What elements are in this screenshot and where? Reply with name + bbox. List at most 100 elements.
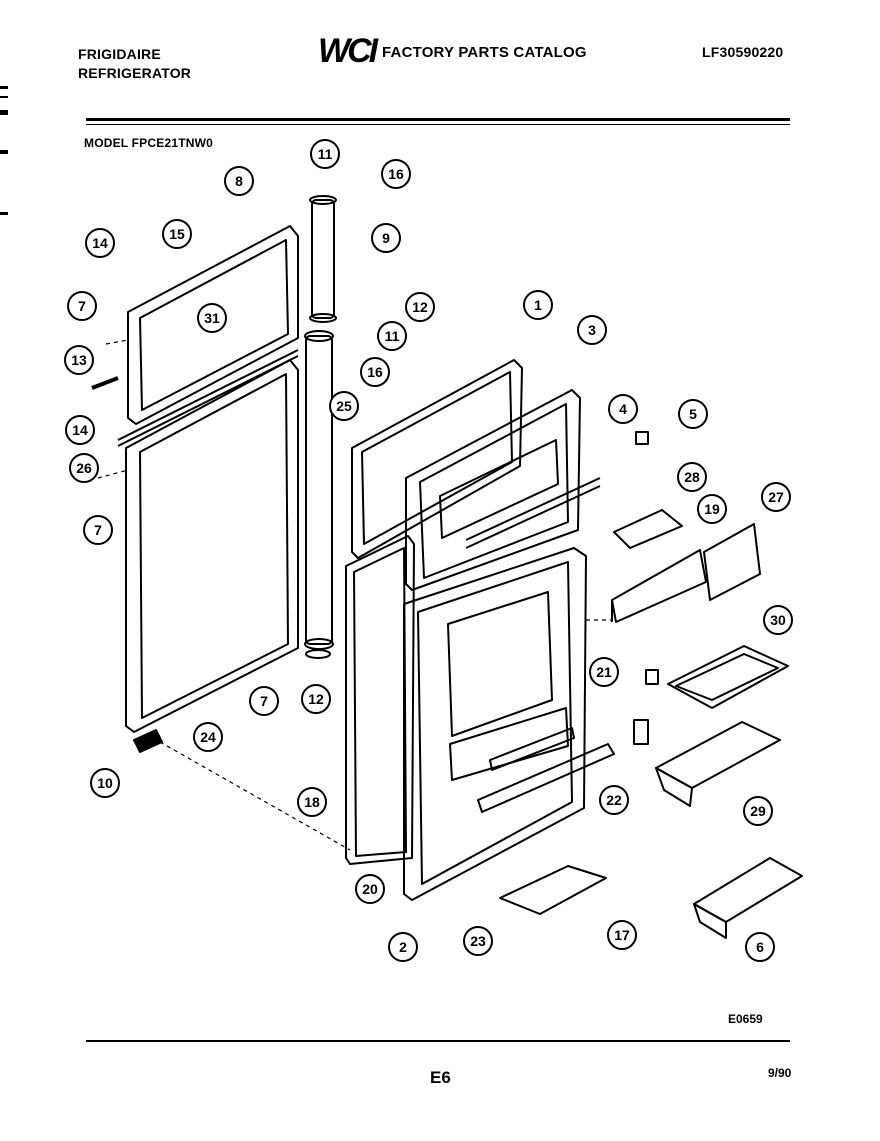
callout-label: 10	[97, 775, 113, 791]
callout-label: 20	[362, 881, 378, 897]
callout-label: 15	[169, 226, 185, 242]
scan-edge-mark	[0, 150, 8, 154]
callout-label: 31	[204, 310, 220, 326]
callout-label: 11	[318, 146, 333, 162]
scan-edge-mark	[0, 212, 8, 215]
page-code: E6	[430, 1068, 451, 1087]
scan-edge-mark	[0, 96, 8, 98]
callout-label: 19	[704, 501, 720, 517]
model-label: MODEL FPCE21TNW0	[84, 136, 213, 150]
callout-8: 8	[224, 166, 254, 196]
callout-label: 30	[770, 612, 786, 628]
hinge-pin-part-13	[91, 376, 119, 390]
callout-label: 2	[399, 939, 407, 955]
callout-30: 30	[763, 605, 793, 635]
fresh-food-door-part-24	[117, 349, 299, 733]
callout-25: 25	[329, 391, 359, 421]
header-rule-thick	[86, 118, 790, 121]
callout-label: 14	[92, 235, 108, 251]
callout-7: 7	[83, 515, 113, 545]
callout-label: 7	[260, 693, 268, 709]
callout-5: 5	[678, 399, 708, 429]
egg-tray-part-17	[499, 865, 607, 915]
callout-label: 8	[235, 173, 243, 189]
bracket-part-21b	[633, 719, 649, 745]
butter-tray-part-28	[613, 509, 683, 549]
shelf-bin-part-27	[703, 523, 761, 601]
dairy-cover-part-30	[667, 645, 789, 709]
callout-4: 4	[608, 394, 638, 424]
footer-rule	[86, 1040, 790, 1042]
callout-label: 3	[588, 322, 596, 338]
gasket-fresh-food-part-18	[345, 535, 415, 865]
callout-label: 27	[768, 489, 784, 505]
freezer-door-part-15	[127, 225, 299, 425]
callout-15: 15	[162, 219, 192, 249]
callout-label: 14	[72, 422, 88, 438]
callout-10: 10	[90, 768, 120, 798]
callout-22: 22	[599, 785, 629, 815]
callout-16: 16	[360, 357, 390, 387]
callout-label: 25	[336, 398, 352, 414]
callout-28: 28	[677, 462, 707, 492]
callout-label: 24	[200, 729, 216, 745]
callout-label: 28	[684, 469, 700, 485]
callout-23: 23	[463, 926, 493, 956]
callout-label: 29	[750, 803, 766, 819]
callout-12: 12	[301, 684, 331, 714]
callout-27: 27	[761, 482, 791, 512]
callout-label: 11	[385, 328, 400, 344]
callout-label: 16	[388, 166, 404, 182]
egg-bin-part-29	[655, 721, 781, 807]
scan-edge-mark	[0, 86, 8, 89]
callout-7: 7	[249, 686, 279, 716]
header-rule-thin	[86, 124, 790, 125]
clip-part-21	[645, 669, 659, 685]
drawing-code: E0659	[728, 1012, 763, 1026]
callout-label: 17	[614, 927, 630, 943]
callout-label: 4	[619, 401, 627, 417]
svg-text:WCI: WCI	[318, 34, 380, 68]
callout-16: 16	[381, 159, 411, 189]
product-name: REFRIGERATOR	[78, 65, 192, 81]
callout-label: 22	[606, 792, 622, 808]
callout-label: 5	[689, 406, 697, 422]
callout-label: 23	[470, 933, 486, 949]
callout-label: 18	[304, 794, 320, 810]
callout-label: 26	[76, 460, 92, 476]
callout-11: 11	[377, 321, 407, 351]
brand-name: FRIGIDAIRE	[78, 46, 161, 62]
callout-6: 6	[745, 932, 775, 962]
callout-1: 1	[523, 290, 553, 320]
callout-20: 20	[355, 874, 385, 904]
callout-11: 11	[310, 139, 340, 169]
callout-7: 7	[67, 291, 97, 321]
fresh-food-liner-part-23	[403, 547, 615, 901]
callout-label: 6	[756, 939, 764, 955]
callout-18: 18	[297, 787, 327, 817]
shelf-bin-part-19	[611, 549, 707, 623]
callout-label: 7	[94, 522, 102, 538]
handle-lower-part-25	[304, 330, 334, 659]
callout-13: 13	[64, 345, 94, 375]
handle-upper-part-9	[309, 195, 337, 323]
catalog-number: LF30590220	[702, 44, 784, 60]
clip-part-5	[635, 431, 649, 445]
catalog-title: FACTORY PARTS CATALOG	[382, 44, 587, 61]
freezer-liner-part-3	[405, 389, 601, 591]
hinge-part-10	[133, 729, 163, 753]
callout-14: 14	[85, 228, 115, 258]
callout-19: 19	[697, 494, 727, 524]
wci-logo: WCI	[318, 34, 380, 68]
callout-26: 26	[69, 453, 99, 483]
callout-label: 12	[412, 299, 428, 315]
callout-14: 14	[65, 415, 95, 445]
callout-label: 1	[534, 297, 542, 313]
scan-edge-mark	[0, 110, 8, 115]
callout-9: 9	[371, 223, 401, 253]
callout-label: 21	[596, 664, 612, 680]
callout-2: 2	[388, 932, 418, 962]
revision-date: 9/90	[768, 1066, 792, 1080]
callout-21: 21	[589, 657, 619, 687]
